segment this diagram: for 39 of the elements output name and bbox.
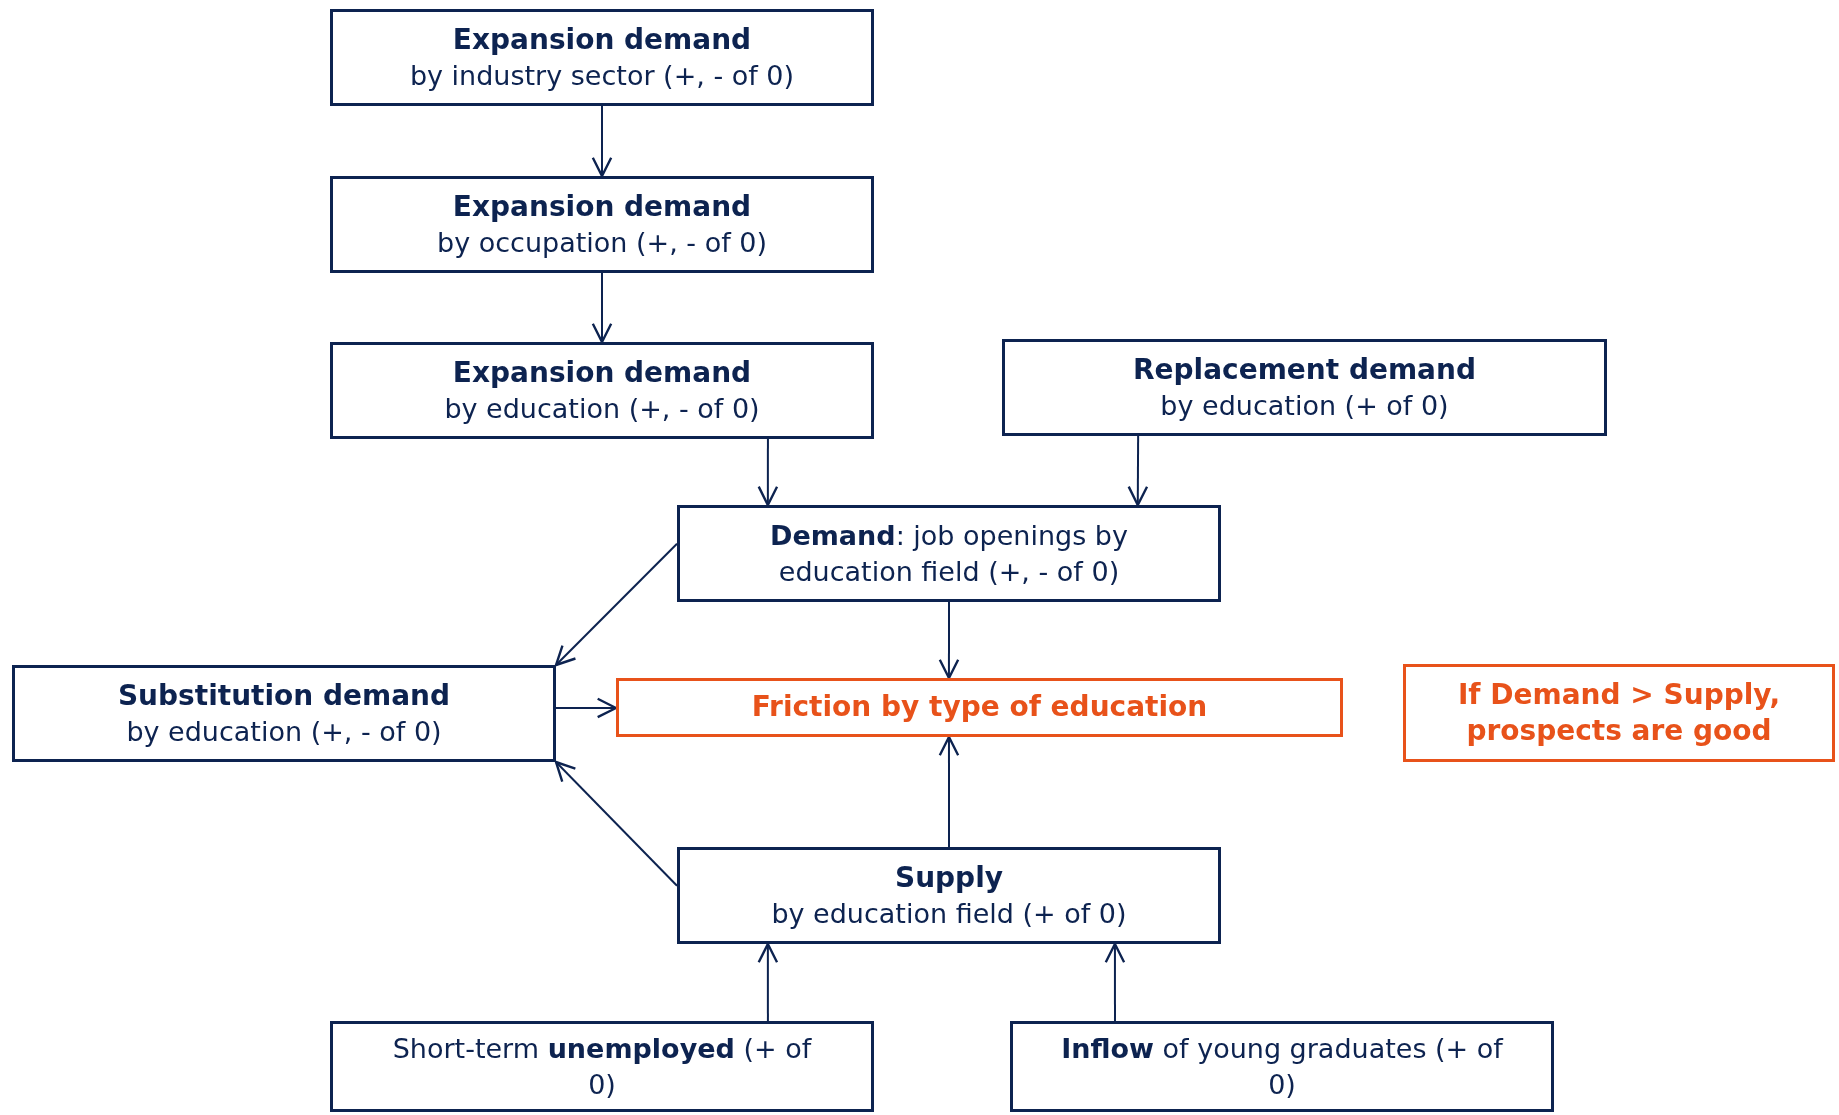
process-box (330, 9, 874, 106)
node-heading: Expansion demand (452, 21, 752, 58)
process-box (677, 505, 1221, 602)
node-heading: Expansion demand (452, 188, 752, 225)
process-box (330, 176, 874, 273)
node-text: Friction by type of education (751, 689, 1208, 726)
highlight-box (1403, 664, 1835, 762)
arrow (591, 105, 613, 178)
arrow (938, 735, 960, 848)
node-text: by education field (+ of 0) (771, 897, 1127, 932)
node-heading: Substitution demand (117, 677, 451, 714)
process-box (12, 665, 556, 762)
node-text: Short-term unemployed (+ of 0) (392, 1032, 812, 1102)
node-text: by industry sector (+, - of 0) (409, 59, 795, 94)
node-text: If Demand > Supply, prospects are good (1456, 676, 1782, 749)
arrow (554, 542, 678, 667)
node-heading: Replacement demand (1133, 351, 1476, 388)
node-text: by education (+ of 0) (1160, 389, 1449, 424)
process-box (1010, 1021, 1554, 1112)
node-text: by education (+, - of 0) (126, 715, 442, 750)
node-text: Demand: job openings by education field (+, - of 0) (769, 519, 1129, 589)
arrow (555, 697, 618, 719)
arrow (938, 601, 960, 680)
node-text: by education (+, - of 0) (444, 392, 760, 427)
process-box (330, 1021, 874, 1112)
arrow (1127, 435, 1149, 507)
arrow (554, 760, 678, 887)
node-heading: Expansion demand (452, 354, 752, 391)
arrow (757, 438, 779, 507)
arrow (591, 272, 613, 344)
node-text: Inflow of young graduates (+ of 0) (1060, 1032, 1505, 1102)
node-text: by occupation (+, - of 0) (437, 226, 767, 261)
process-box (330, 342, 874, 439)
arrow (757, 942, 779, 1022)
arrow (1104, 942, 1126, 1022)
process-box (677, 847, 1221, 944)
highlight-box (616, 678, 1343, 737)
node-heading: Supply (894, 859, 1003, 896)
process-box (1002, 339, 1607, 436)
